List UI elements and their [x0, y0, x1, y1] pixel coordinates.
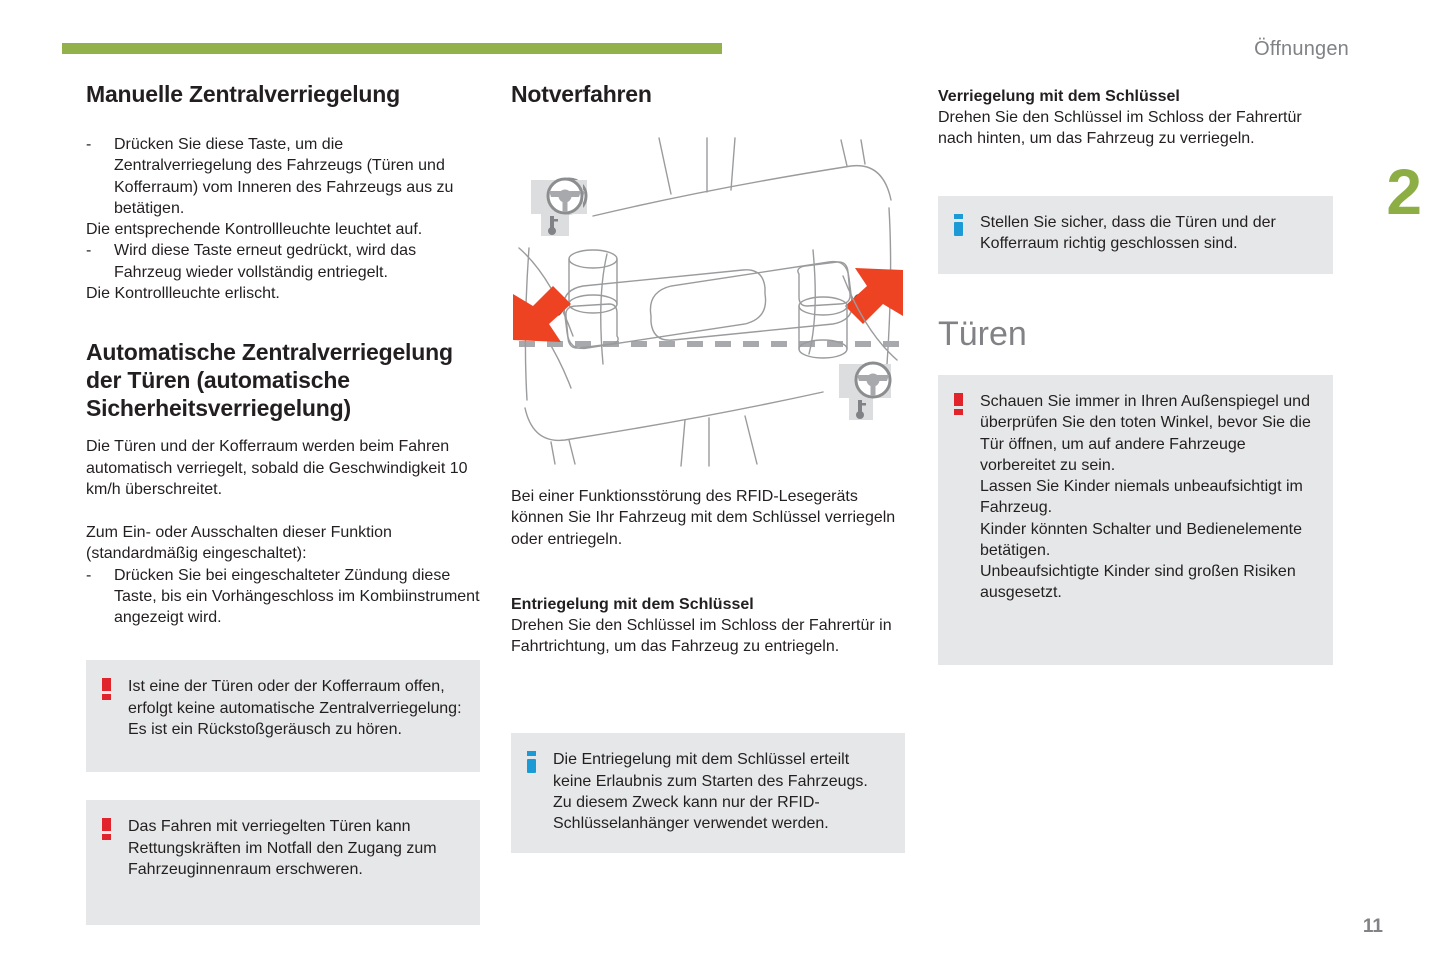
warning-callout-doors-safety: Schauen Sie immer in Ihren Außenspiegel …: [938, 375, 1333, 666]
list-item-label: Drücken Sie bei eingeschalteter Zündung …: [114, 566, 480, 627]
info-callout-doors-closed: Stellen Sie sicher, dass die Türen und d…: [938, 195, 1333, 274]
info-icon: [527, 749, 553, 837]
info-callout-unlock-key: Die Entriegelung mit dem Schlüssel ertei…: [511, 733, 905, 854]
section-title-doors: Türen: [938, 314, 1027, 353]
chapter-number-tab: 2: [1386, 156, 1422, 228]
info-icon: [954, 212, 980, 258]
paragraph-indicator-off: Die Kontrollleuchte erlischt.: [86, 284, 280, 302]
warning-callout-text: Schauen Sie immer in Ihren Außenspiegel …: [980, 393, 1311, 602]
content-column-3: Verriegelung mit dem Schlüssel Drehen Si…: [938, 86, 1333, 666]
subtitle-lock-with-key: Verriegelung mit dem Schlüssel: [938, 88, 1180, 105]
page-number: 11: [1362, 916, 1383, 937]
dash-bullet-icon: -: [86, 136, 92, 154]
door-handle-keyhole-illustration: [511, 126, 905, 476]
dash-bullet-icon: -: [86, 242, 92, 260]
paragraph-enable-disable: Zum Ein- oder Ausschalten dieser Funktio…: [86, 524, 392, 563]
section-title-emergency-procedure: Notverfahren: [511, 81, 652, 107]
list-item-label: Wird diese Taste erneut gedrückt, wird d…: [114, 242, 417, 281]
warning-callout-locked-doors: Das Fahren mit verriegelten Türen kann R…: [86, 800, 480, 926]
list-item: - Drücken Sie diese Taste, um die Zentra…: [86, 134, 480, 219]
warning-icon: [102, 676, 128, 756]
content-column-2: Notverfahren: [511, 80, 905, 854]
subtitle-unlock-with-key: Entriegelung mit dem Schlüssel: [511, 595, 754, 613]
warning-callout-text: Ist eine der Türen oder der Kofferraum o…: [128, 678, 462, 738]
list-item-label: Drücken Sie diese Taste, um die Zentralv…: [114, 136, 454, 217]
red-arrow-top: [845, 268, 903, 325]
header-accent-bar: [62, 43, 722, 54]
dash-bullet-icon: -: [86, 566, 92, 584]
paragraph-unlock-with-key: Drehen Sie den Schlüssel im Schloss der …: [511, 616, 892, 656]
paragraph-rfid-malfunction: Bei einer Funktionsstörung des RFID-Lese…: [511, 488, 896, 548]
section-title-automatic-central-locking: Automatische Zentralverriegelung der Tür…: [86, 339, 453, 422]
warning-icon: [102, 816, 128, 909]
info-callout-text: Die Entriegelung mit dem Schlüssel ertei…: [553, 751, 868, 833]
paragraph-lock-with-key: Drehen Sie den Schlüssel im Schloss der …: [938, 109, 1302, 148]
list-item: - Wird diese Taste erneut gedrückt, wird…: [86, 240, 480, 283]
content-column-1: Manuelle Zentralverriegelung - Drücken S…: [86, 80, 480, 926]
list-item: - Drücken Sie bei eingeschalteter Zündun…: [86, 565, 480, 629]
warning-icon: [954, 391, 980, 649]
paragraph-indicator-on: Die entsprechende Kontrollleuchte leucht…: [86, 221, 423, 239]
paragraph-auto-lock-speed: Die Türen und der Kofferraum werden beim…: [86, 438, 468, 498]
warning-callout-door-open: Ist eine der Türen oder der Kofferraum o…: [86, 660, 480, 773]
warning-callout-text: Das Fahren mit verriegelten Türen kann R…: [128, 818, 437, 878]
section-title-manual-central-locking: Manuelle Zentralverriegelung: [86, 81, 400, 107]
running-head: Öffnungen: [1254, 38, 1349, 60]
info-callout-text: Stellen Sie sicher, dass die Türen und d…: [980, 213, 1276, 252]
